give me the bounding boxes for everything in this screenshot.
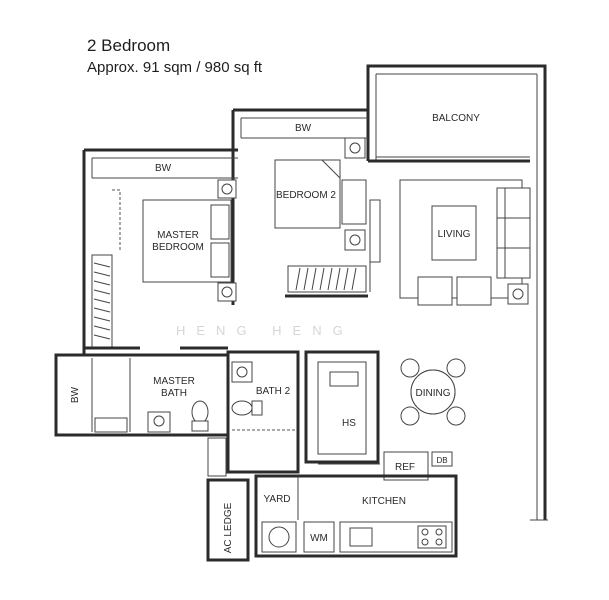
right-wall [530,80,548,521]
label-bw-master: BW [155,163,172,174]
bath2-area [207,350,300,477]
master-bath-area [54,353,230,437]
label-kitchen: KITCHEN [362,496,406,507]
label-hs: HS [342,418,356,429]
label-wm: WM [310,533,328,544]
plan-area: Approx. 91 sqm / 980 sq ft [87,59,263,76]
label-db: DB [436,456,447,465]
label-bw-bath: BW [70,386,81,403]
label-ac-ledge: AC LEDGE [223,502,234,553]
label-master-bedroom-2: BEDROOM [152,242,204,253]
kitchen-area [206,350,458,562]
living-area [399,179,531,306]
label-master-bedroom-1: MASTER [157,230,199,241]
label-master-bath-1: MASTER [153,376,195,387]
label-bath2: BATH 2 [256,386,291,397]
label-bedroom2: BEDROOM 2 [276,190,336,201]
label-dining: DINING [416,388,451,399]
label-master-bath-2: BATH [161,388,187,399]
watermark: HENG HENG [176,323,354,338]
bedroom2-area [231,108,381,305]
label-balcony: BALCONY [432,113,480,124]
label-bw-bedroom2: BW [295,123,312,134]
plan-title: 2 Bedroom [87,36,171,55]
dining-area [400,358,466,426]
master-bedroom-area [82,148,238,355]
label-living: LIVING [438,229,471,240]
label-ref: REF [395,462,415,473]
label-yard: YARD [263,494,290,505]
